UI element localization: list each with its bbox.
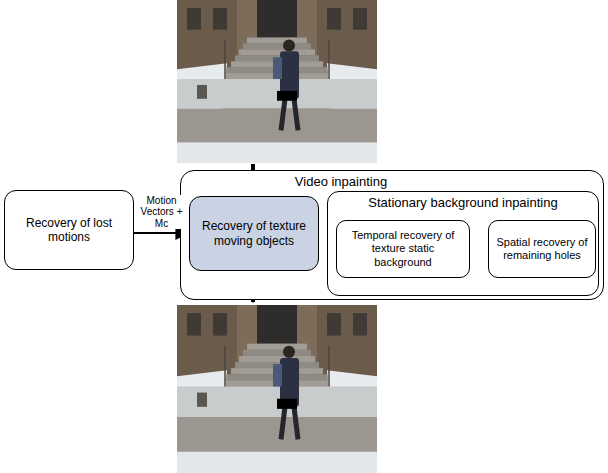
highlighted-process-box: Recovery of texture moving objects	[189, 196, 319, 271]
process-box: Temporal recovery of texture static back…	[336, 220, 470, 278]
bottom-video-frame	[177, 305, 377, 473]
group-box: Video inpaintingRecovery of texture movi…	[180, 170, 604, 300]
box-label: Temporal recovery of texture static back…	[343, 229, 463, 269]
process-box: Spatial recovery of remaining holes	[488, 220, 596, 278]
top-video-frame	[177, 0, 377, 163]
group-heading: Stationary background inpainting	[328, 195, 598, 211]
edge-label: Motion Vectors + Mc	[136, 195, 187, 230]
box-label: Spatial recovery of remaining holes	[495, 236, 589, 262]
process-box: Recovery of lost motions	[4, 190, 134, 270]
group-heading: Video inpainting	[281, 174, 401, 190]
box-label: Recovery of texture moving objects	[196, 219, 312, 248]
group-box: Stationary background inpaintingTemporal…	[327, 191, 599, 296]
box-label: Recovery of lost motions	[11, 216, 127, 245]
